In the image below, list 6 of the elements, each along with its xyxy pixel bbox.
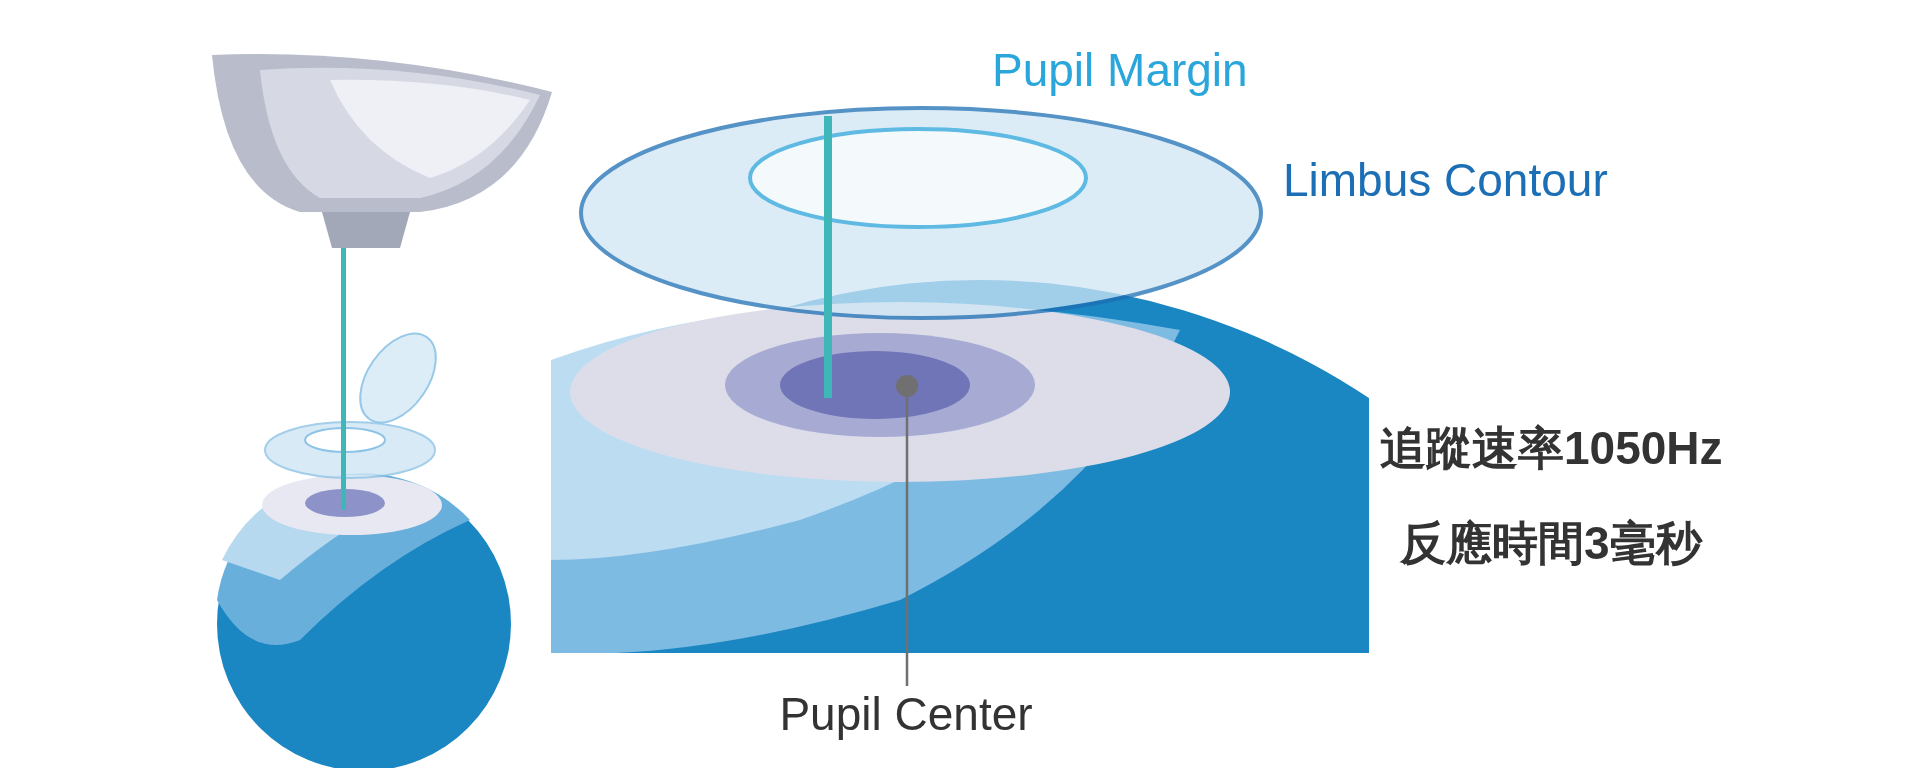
annotation-text: 反應時間3毫秒 [1400,516,1702,571]
pupil-center-label: Pupil Center [779,687,1033,742]
annotation-text: Pupil Margin [992,43,1248,98]
leader-line [905,397,909,686]
annotation-text: Limbus Contour [1283,153,1608,208]
annotation-text: 追蹤速率1050Hz [1380,421,1723,476]
